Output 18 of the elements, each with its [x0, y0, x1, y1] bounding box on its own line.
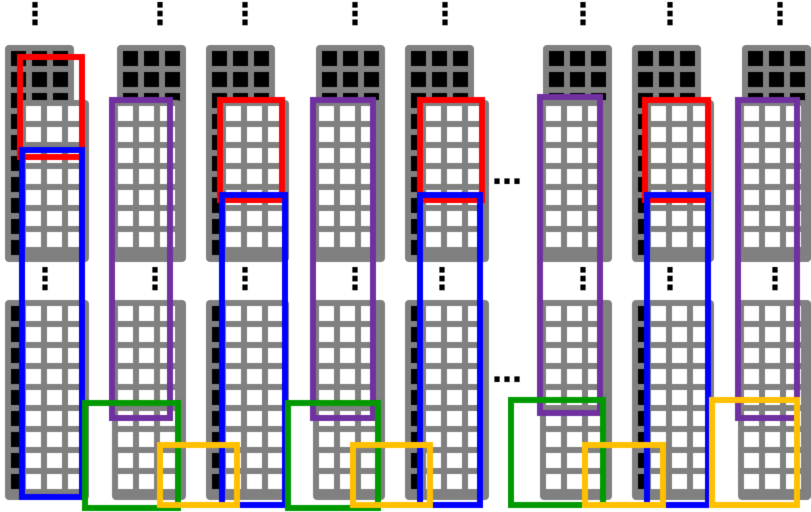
ellipsis-mark: ⋮: [145, 0, 175, 30]
ellipsis-mark: ⋮: [427, 265, 457, 295]
ellipsis-mark: ⋮: [140, 265, 170, 295]
ellipsis-mark: …: [492, 160, 522, 190]
ellipsis-mark: ⋮: [340, 265, 370, 295]
ellipsis-mark: ⋮: [30, 265, 60, 295]
ellipsis-mark: ⋮: [20, 0, 50, 30]
ellipsis-mark: ⋮: [655, 265, 685, 295]
ellipsis-mark: ⋮: [230, 0, 260, 30]
ellipsis-mark: ⋮: [430, 0, 460, 30]
ellipsis-mark: ⋮: [230, 265, 260, 295]
ellipsis-mark: ⋮: [765, 0, 795, 30]
ellipsis-mark: ⋮: [340, 0, 370, 30]
ellipsis-mark: ⋮: [655, 0, 685, 30]
ellipsis-mark: ⋮: [568, 0, 598, 30]
ellipsis-mark: …: [492, 358, 522, 388]
ellipsis-mark: ⋮: [760, 265, 790, 295]
ellipsis-mark: ⋮: [568, 265, 598, 295]
